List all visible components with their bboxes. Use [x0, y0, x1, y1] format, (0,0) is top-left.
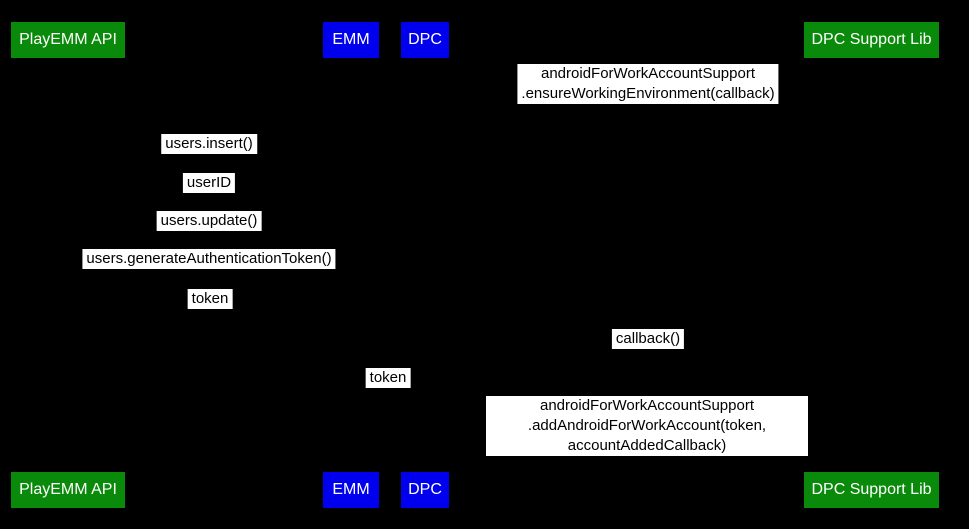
actor-playemm-api-top: PlayEMM API — [11, 22, 125, 58]
message-token-to-dpc: token — [365, 368, 411, 388]
actor-emm-bottom: EMM — [323, 472, 379, 508]
message-users-update: users.update() — [156, 211, 262, 231]
message-ensure-working-environment: androidForWorkAccountSupport .ensureWork… — [517, 64, 779, 104]
message-users-insert: users.insert() — [161, 134, 257, 154]
message-add-android-for-work-account: androidForWorkAccountSupport .addAndroid… — [486, 396, 808, 456]
actor-dpc-support-lib-bottom: DPC Support Lib — [804, 472, 939, 508]
actor-playemm-api-bottom: PlayEMM API — [11, 472, 125, 508]
actor-dpc-support-lib-top: DPC Support Lib — [804, 22, 939, 58]
actor-dpc-top: DPC — [401, 22, 449, 58]
actor-emm-top: EMM — [323, 22, 379, 58]
message-userid: userID — [182, 173, 236, 193]
actor-dpc-bottom: DPC — [401, 472, 449, 508]
message-users-generate-authentication-token: users.generateAuthenticationToken() — [82, 249, 336, 269]
message-token-to-emm: token — [187, 289, 233, 309]
message-callback: callback() — [611, 329, 685, 349]
